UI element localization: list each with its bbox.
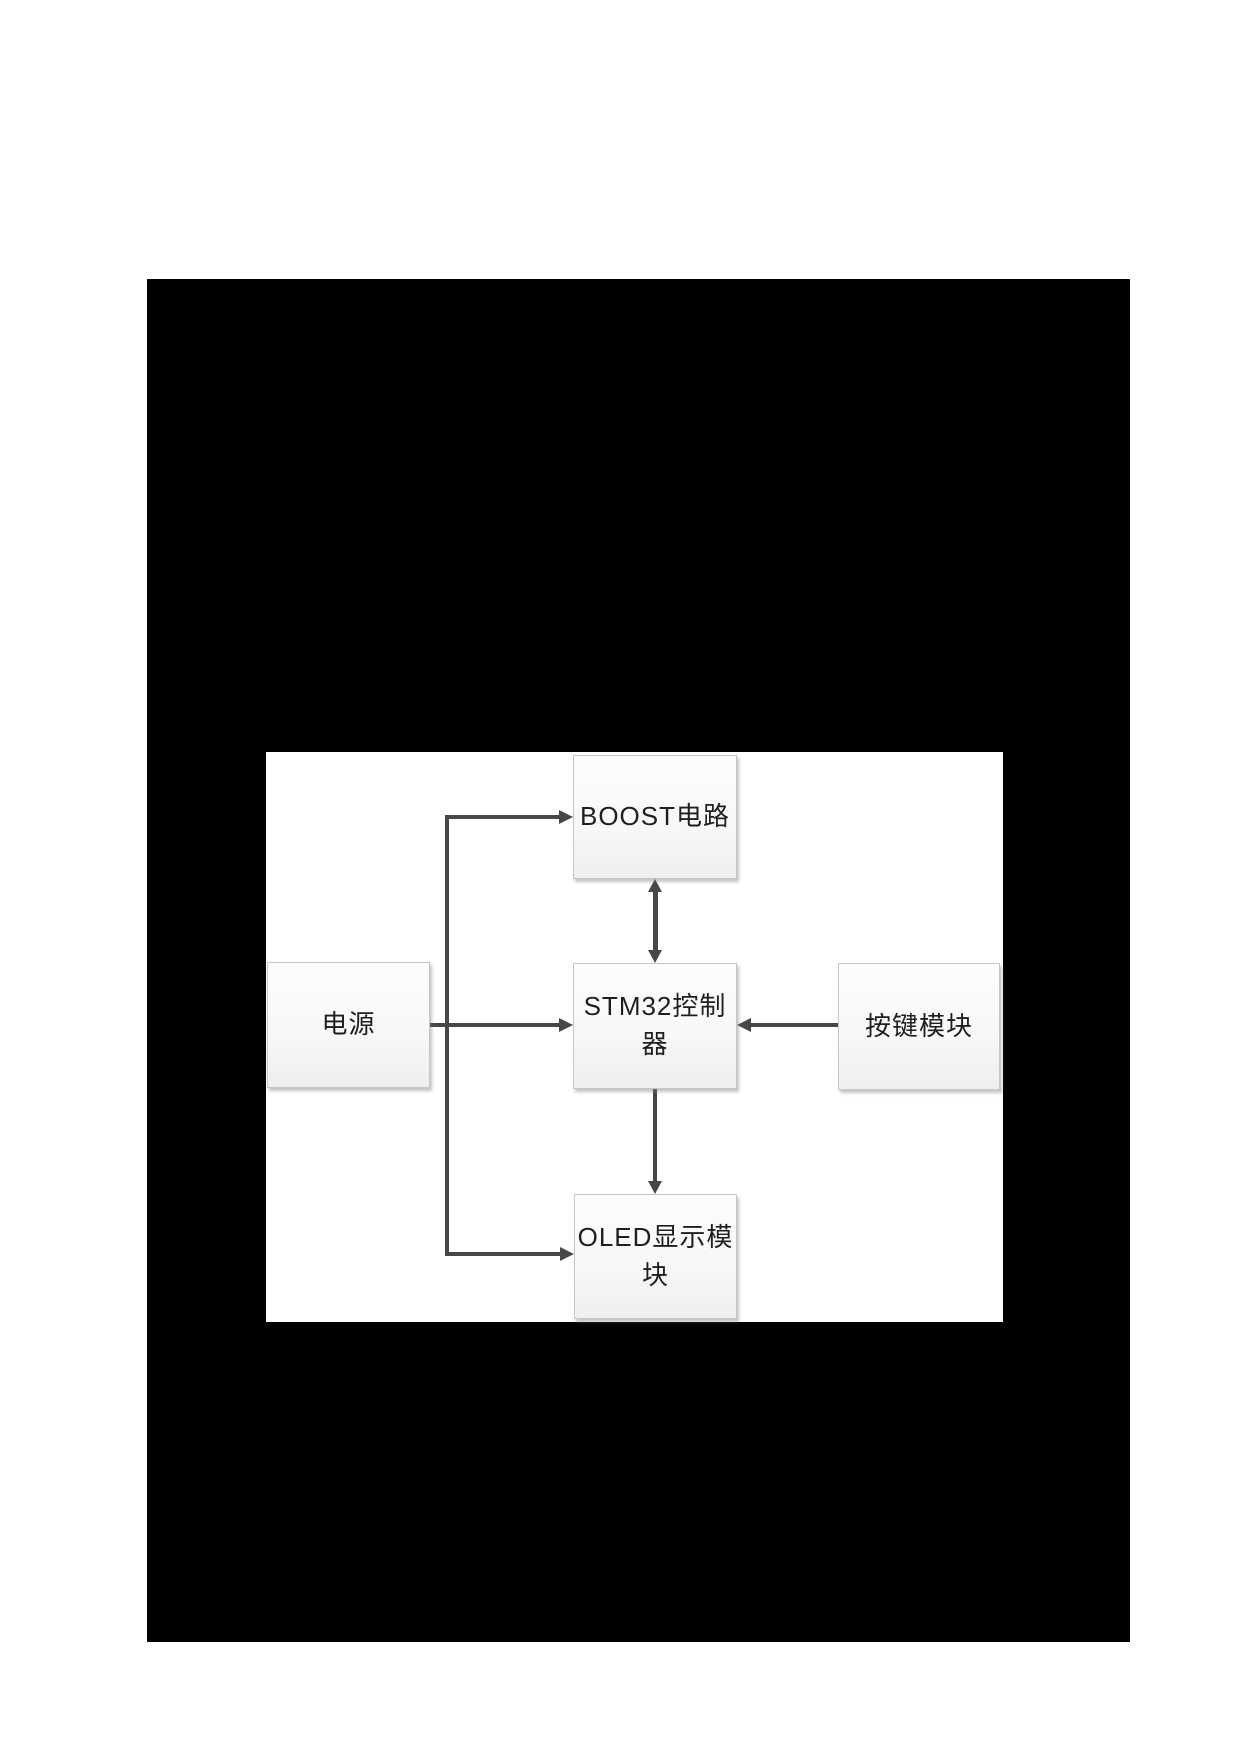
connector-keys-to-stm32 xyxy=(751,1023,838,1027)
page-dark-region: BOOST电路 电源 STM32控制 器 按键模块 OLED显示模 块 xyxy=(147,279,1130,1642)
node-boost-circuit-label: BOOST电路 xyxy=(579,801,730,832)
arrowhead-down-to-oled-icon xyxy=(648,1181,662,1194)
node-key-module: 按键模块 xyxy=(838,963,1000,1090)
node-stm32-controller-label: STM32控制 器 xyxy=(583,991,727,1059)
node-oled-display-module-label: OLED显示模 块 xyxy=(577,1221,734,1290)
arrowhead-into-stm32-left-icon xyxy=(559,1018,573,1032)
connector-stm32-to-oled xyxy=(653,1089,657,1182)
node-key-module-label: 按键模块 xyxy=(864,1010,973,1041)
connector-power-to-stm32 xyxy=(430,1023,559,1027)
arrowhead-up-to-boost-icon xyxy=(648,879,662,892)
node-oled-display-module: OLED显示模 块 xyxy=(574,1194,737,1319)
node-boost-circuit: BOOST电路 xyxy=(573,755,737,879)
connector-boost-stm32-bidirectional xyxy=(653,890,658,951)
node-power-supply-label: 电源 xyxy=(321,1009,376,1040)
arrowhead-into-boost-icon xyxy=(559,810,573,824)
node-power-supply: 电源 xyxy=(267,962,430,1088)
node-stm32-controller: STM32控制 器 xyxy=(573,963,737,1089)
arrowhead-into-stm32-right-icon xyxy=(737,1018,751,1032)
connector-power-to-oled xyxy=(445,1252,560,1256)
connector-power-branch-vertical xyxy=(445,815,449,1256)
block-diagram-figure: BOOST电路 电源 STM32控制 器 按键模块 OLED显示模 块 xyxy=(266,752,1003,1322)
arrowhead-into-oled-left-icon xyxy=(560,1247,574,1261)
arrowhead-down-to-stm32-icon xyxy=(648,950,662,963)
connector-power-to-boost xyxy=(445,815,559,819)
